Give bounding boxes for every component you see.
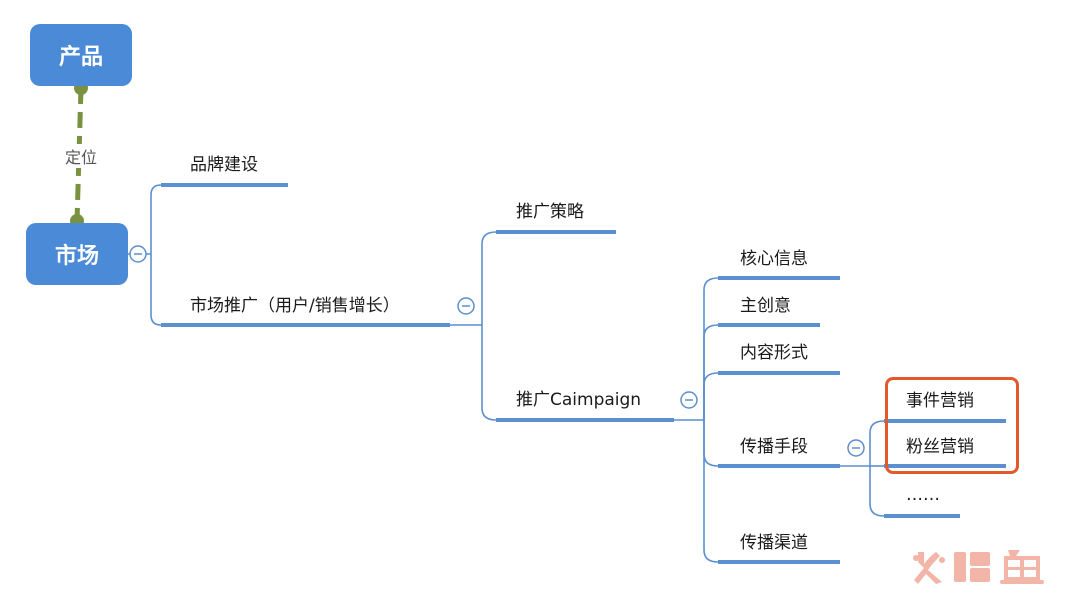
underline-main-creative	[718, 323, 820, 327]
collapse-toggle-campaign[interactable]	[680, 391, 698, 409]
node-content-format[interactable]: 内容形式	[740, 343, 808, 363]
underline-spread-channels	[718, 560, 840, 564]
underline-spread-means	[718, 464, 840, 468]
collapse-toggle-market[interactable]	[129, 245, 147, 263]
node-main-creative[interactable]: 主创意	[740, 296, 791, 316]
connector-label-position: 定位	[58, 144, 104, 168]
underline-core-message	[718, 276, 840, 280]
node-promotion-campaign[interactable]: 推广Caimpaign	[516, 390, 642, 410]
underline-campaign	[496, 418, 674, 422]
underline-event-marketing	[884, 419, 1006, 423]
node-product[interactable]: 产品	[30, 24, 132, 86]
collapse-toggle-promotion[interactable]	[457, 297, 475, 315]
node-fan-marketing[interactable]: 粉丝营销	[906, 437, 974, 457]
underline-more	[884, 514, 960, 518]
underline-brand	[161, 183, 288, 187]
underline-content-format	[718, 371, 840, 375]
underline-fan-marketing	[884, 464, 1006, 468]
node-brand-building[interactable]: 品牌建设	[190, 155, 258, 175]
node-more[interactable]: ……	[906, 485, 940, 505]
node-market-promotion[interactable]: 市场推广（用户/销售增长）	[190, 296, 400, 316]
node-spread-channels[interactable]: 传播渠道	[740, 533, 808, 553]
node-spread-means[interactable]: 传播手段	[740, 437, 808, 457]
node-promotion-strategy[interactable]: 推广策略	[516, 202, 584, 222]
node-market[interactable]: 市场	[26, 223, 128, 285]
node-event-marketing[interactable]: 事件营销	[906, 391, 974, 411]
underline-market-promotion	[161, 323, 450, 327]
watermark-logo	[913, 550, 1044, 584]
node-core-message[interactable]: 核心信息	[740, 249, 808, 269]
underline-strategy	[496, 230, 616, 234]
collapse-toggle-spread-means[interactable]	[847, 439, 865, 457]
highlight-box	[885, 377, 1019, 474]
position-connector	[74, 87, 84, 222]
